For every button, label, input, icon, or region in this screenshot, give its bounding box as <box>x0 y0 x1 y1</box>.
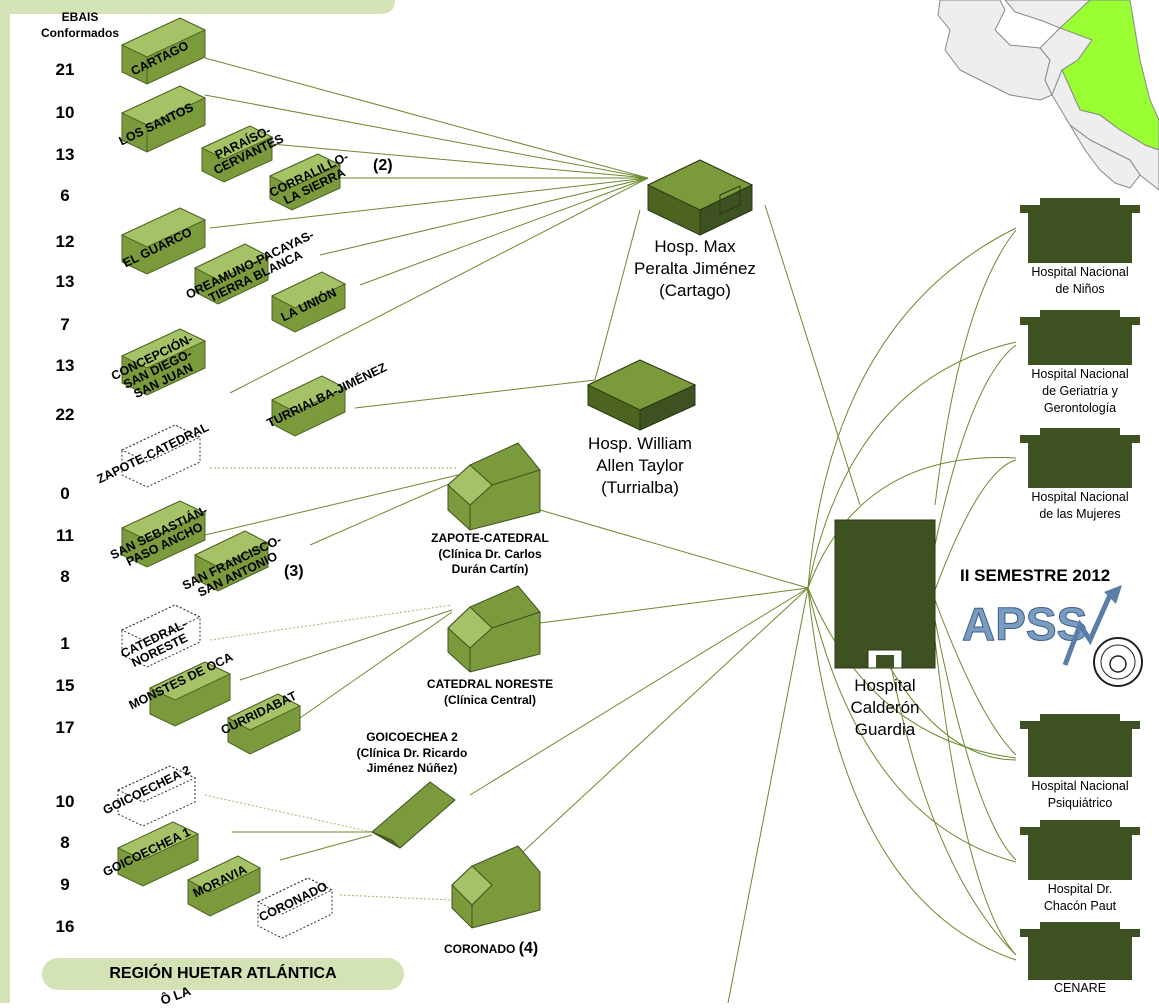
national-hospital-caption: CENARE <box>1053 981 1107 995</box>
ebais-count: 10 <box>55 792 75 811</box>
box-paraiso <box>200 125 274 183</box>
hospital-calderon-icon <box>834 519 936 669</box>
ebais-count: 21 <box>55 60 75 79</box>
dotted-connectors <box>204 467 458 901</box>
box-oreamuno <box>193 243 270 305</box>
box-montes-oca <box>148 661 232 727</box>
box-goicoechea1 <box>116 821 200 887</box>
ebais-count: 9 <box>60 875 70 894</box>
box-coronado <box>256 877 334 939</box>
area-boxes <box>116 17 347 939</box>
caption-max-peralta: Hosp. Max Peralta Jiménez (Cartago) <box>634 237 756 301</box>
ebais-count: 11 <box>56 526 74 545</box>
caption-calderon: Hospital Calderón Guardia <box>850 676 920 740</box>
ebais-count: 13 <box>55 356 75 375</box>
box-la-union <box>270 271 347 333</box>
top-banner <box>0 0 395 14</box>
ebais-count: 1 <box>60 634 70 653</box>
ebais-count: 7 <box>60 315 70 334</box>
ebais-count: 8 <box>60 833 70 852</box>
national-hospital-caption: Hospital Dr. Chacón Paut <box>1043 882 1117 913</box>
box-moravia <box>186 855 262 917</box>
ebais-count: 13 <box>55 272 75 291</box>
ebais-count: 8 <box>60 567 70 586</box>
national-hospital-caption: Hospital Nacional de Geriatría y Geronto… <box>1031 367 1129 415</box>
caption-william-allen: Hosp. William Allen Taylor (Turrialba) <box>588 434 692 498</box>
ebais-count: 13 <box>55 145 75 164</box>
caption-clinic-catedral: CATEDRAL NORESTE (Clínica Central) <box>426 677 554 707</box>
national-hospital-icons <box>1020 198 1140 980</box>
sidebar-strip <box>0 0 10 1003</box>
caption-clinic-coronado: CORONADO (4) <box>444 940 538 958</box>
national-hospital-caption: Hospital Nacional Psiquiátrico <box>1031 779 1129 810</box>
svg-text:APSS: APSS <box>962 598 1087 650</box>
box-cartago <box>120 17 207 85</box>
region-banner-bg <box>42 958 404 990</box>
apss-logo: APSS <box>962 585 1143 687</box>
hospital-william-allen-icon <box>586 359 697 431</box>
clinic-catedral-icon <box>447 585 541 673</box>
note-corralillo: (2) <box>373 157 393 174</box>
ebais-count: 6 <box>60 186 70 205</box>
box-concepcion <box>120 328 207 396</box>
ebais-count: 22 <box>55 405 75 424</box>
note-san-francisco: (3) <box>284 563 304 580</box>
box-san-sebastian <box>120 500 207 568</box>
box-curridabat <box>226 693 302 755</box>
ebais-count: 16 <box>55 917 75 936</box>
region-banner-text: REGIÓN HUETAR ATLÁNTICA <box>109 965 337 982</box>
connectors-clinics <box>204 474 809 1003</box>
ebais-count: 17 <box>55 718 75 737</box>
clinic-goicoechea-icon <box>371 781 456 849</box>
box-goicoechea2 <box>116 765 197 827</box>
clinic-coronado-label: CORONADO <box>444 942 516 956</box>
ebais-count: 0 <box>60 484 70 503</box>
note-coronado: (4) <box>518 940 539 957</box>
box-turrialba <box>270 375 347 437</box>
ebais-count: 15 <box>55 676 75 695</box>
box-zapote <box>120 424 202 488</box>
connectors-max-peralta <box>204 57 861 506</box>
ebais-count: 12 <box>55 232 75 251</box>
box-el-guarco <box>120 207 207 275</box>
box-catedral <box>120 604 202 668</box>
semester-label: II SEMESTRE 2012 <box>960 566 1111 585</box>
clinic-coronado-icon <box>451 845 541 929</box>
box-san-francisco <box>193 530 270 592</box>
caption-clinic-goicoechea: GOICOECHEA 2 (Clínica Dr. Ricardo Jiméne… <box>356 730 468 776</box>
box-los-santos <box>120 85 207 153</box>
clinic-zapote-icon <box>447 442 541 531</box>
costa-rica-map <box>937 0 1159 191</box>
ebais-header: EBAIS Conformados <box>41 10 119 40</box>
national-hospital-caption: Hospital Nacional de Niños <box>1031 265 1129 296</box>
caption-clinic-zapote: ZAPOTE-CATEDRAL (Clínica Dr. Carlos Durá… <box>431 531 549 577</box>
box-corralillo <box>268 153 342 211</box>
connectors-national <box>807 227 1017 961</box>
hospital-max-peralta-icon <box>646 159 754 236</box>
ebais-count: 10 <box>55 103 75 122</box>
national-hospital-caption: Hospital Nacional de las Mujeres <box>1031 490 1129 521</box>
